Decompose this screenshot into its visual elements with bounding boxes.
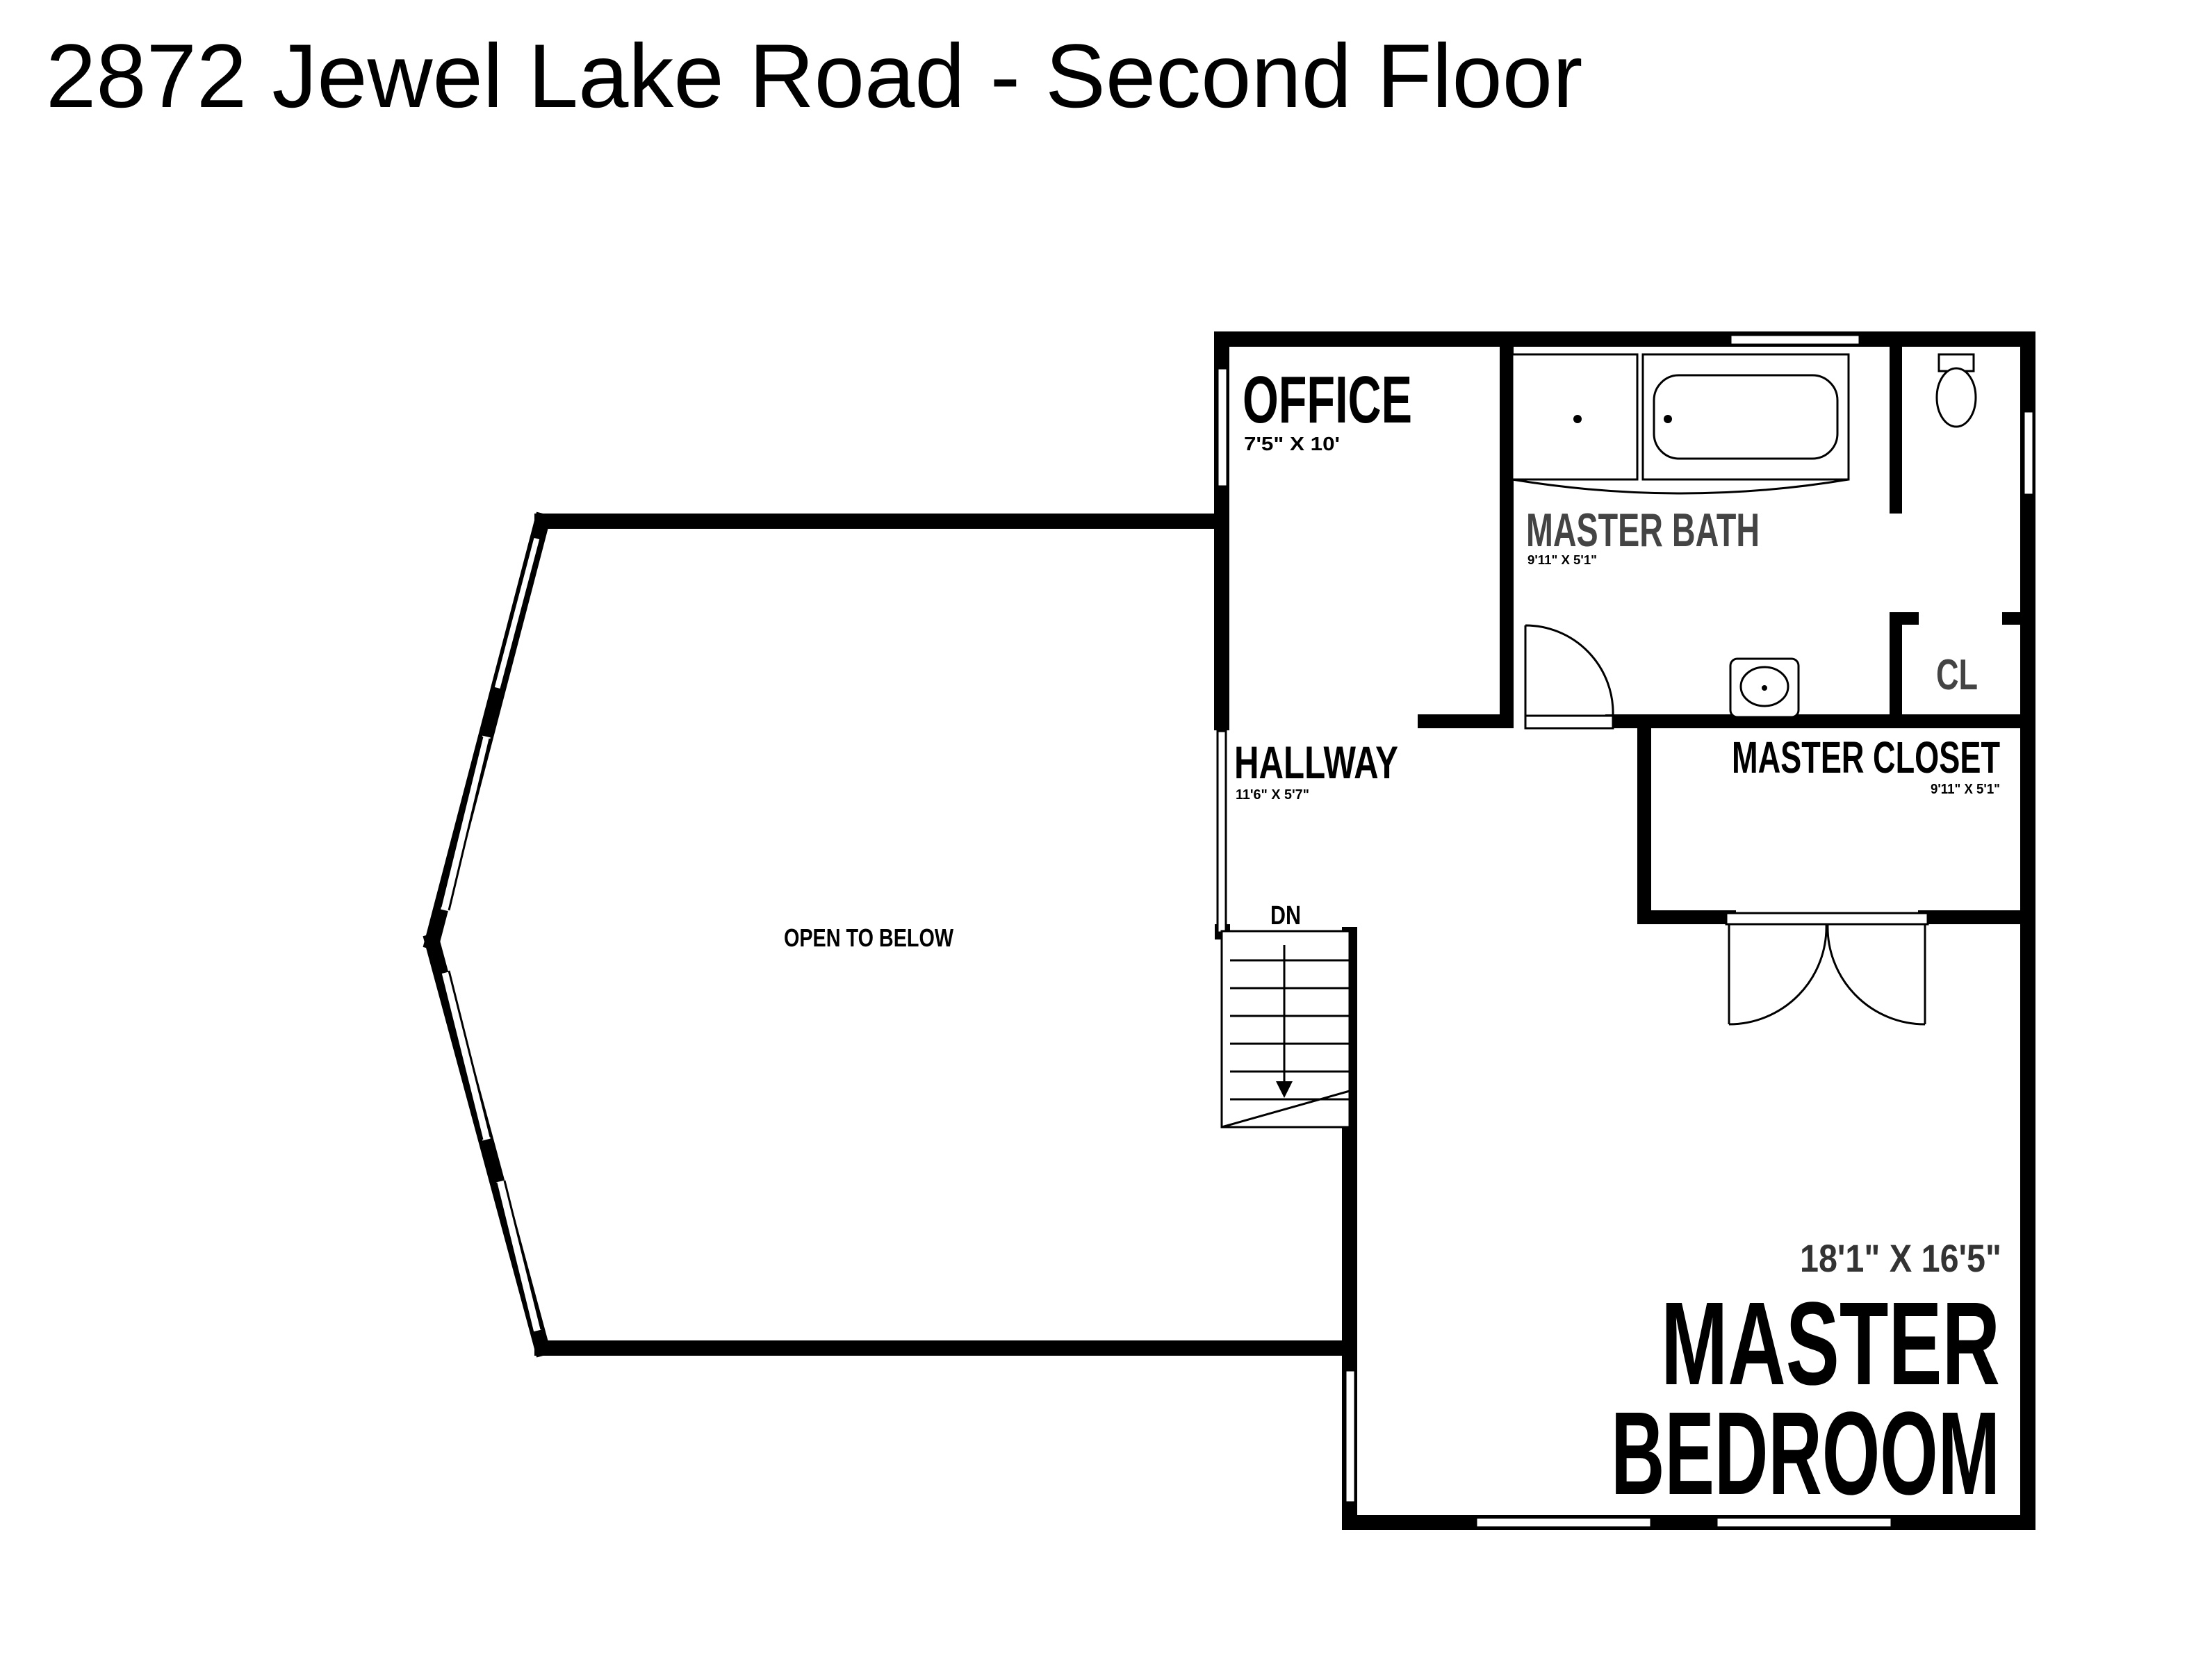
master-bath-name: MASTER BATH xyxy=(1526,504,1760,557)
open-to-below-outline xyxy=(423,511,1357,1358)
closet-doors xyxy=(1725,912,1929,1026)
master-bedroom-name-line1: MASTER xyxy=(1661,1278,2000,1410)
closet-name: CL xyxy=(1936,651,1978,699)
master-bedroom-dims: 18'1" X 16'5" xyxy=(1800,1236,2001,1280)
stairs xyxy=(1220,930,1351,1128)
master-bath-dims: 9'11" X 5'1" xyxy=(1527,553,1597,567)
bath-fixtures xyxy=(1511,353,1977,730)
hallway-name: HALLWAY xyxy=(1234,737,1398,788)
master-bedroom-name-line2: BEDROOM xyxy=(1611,1388,2000,1520)
room-labels: OFFICE 7'5" X 10' MASTER BATH 9'11" X 5'… xyxy=(784,363,2001,1520)
windows xyxy=(1216,334,2035,1529)
master-closet-dims: 9'11" X 5'1" xyxy=(1931,782,2000,797)
master-closet-name: MASTER CLOSET xyxy=(1732,732,2000,782)
office-dims: 7'5" X 10' xyxy=(1244,433,1340,454)
office-name: OFFICE xyxy=(1243,363,1412,437)
stairs-down-label: DN xyxy=(1270,901,1301,930)
hallway-dims: 11'6" X 5'7" xyxy=(1236,787,1309,803)
page-title: 2872 Jewel Lake Road - Second Floor xyxy=(46,25,1583,126)
interior-walls xyxy=(1215,339,2035,1363)
open-to-below-label: OPEN TO BELOW xyxy=(784,924,953,952)
